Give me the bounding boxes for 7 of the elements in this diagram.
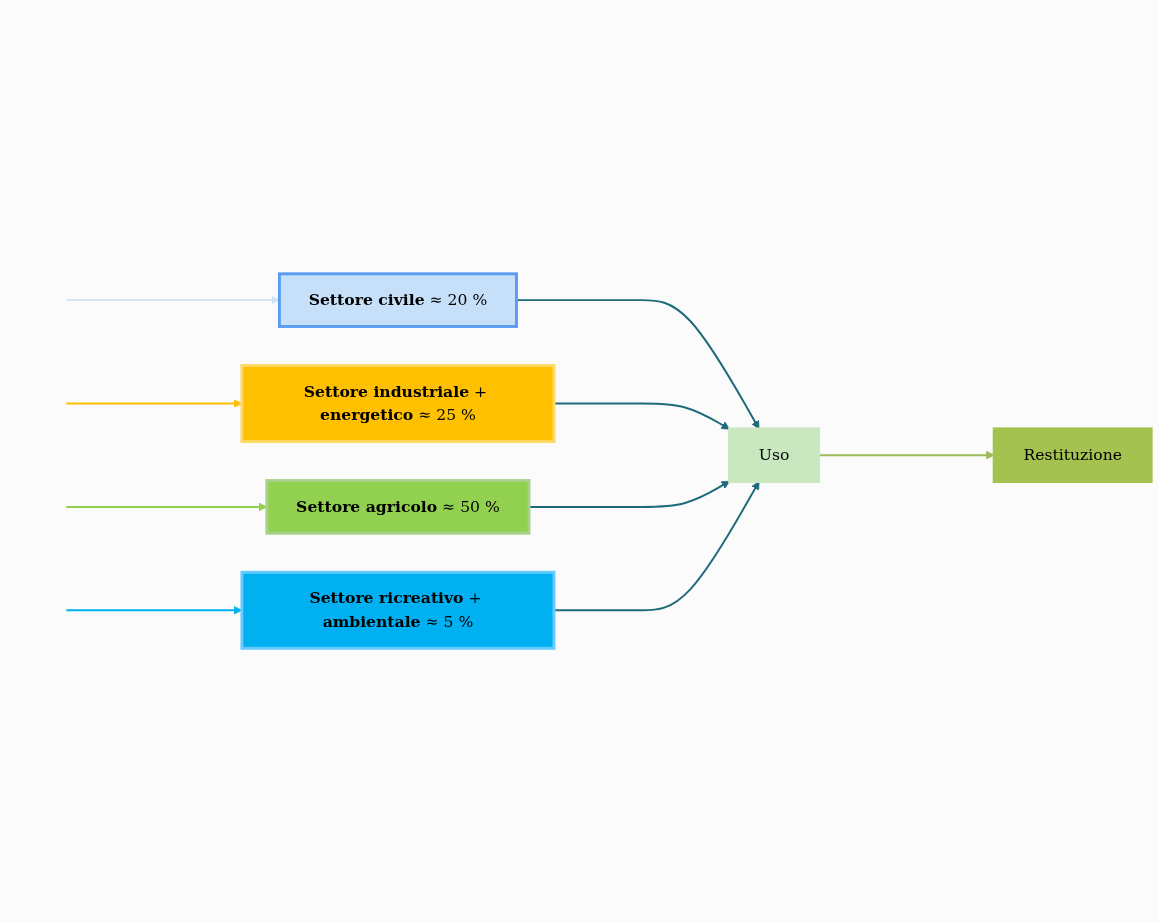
node-box: Settore agricolo ≈ 50 %	[265, 479, 531, 535]
node-box: Settore civile ≈ 20 %	[277, 272, 518, 328]
node-box: Settore ricreativo + ambientale ≈ 5 %	[240, 570, 556, 650]
arrow	[65, 295, 280, 305]
node-box: Restituzione	[992, 427, 1153, 483]
node-box: Uso	[728, 427, 821, 483]
node-box: Settore industriale + energetico ≈ 25 %	[240, 363, 556, 443]
